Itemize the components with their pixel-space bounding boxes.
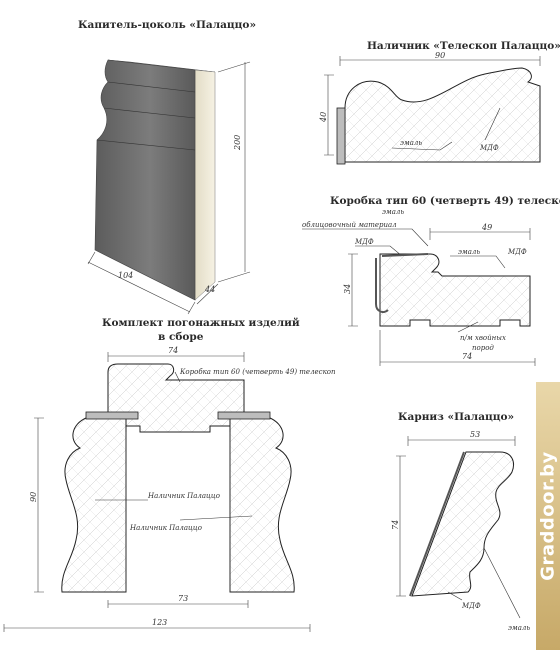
kapitel-title: Капитель-цоколь «Палаццо» [78,19,256,31]
nalichnik-mdf-leader [484,107,501,141]
komplekt-dim-left-line [34,417,44,593]
korobka-glued-leader [457,321,479,333]
kapitel-front-face [94,59,196,301]
watermark-strip: Graddoor.by [536,382,560,650]
karniz-email-leader [483,547,521,619]
komplekt-label-korobka: Коробка тип 60 (четверть 49) телескоп [179,368,336,376]
komplekt-group: Комплект погонажных изделий в сборе 74 К… [3,317,336,632]
korobka-label-mdf-left: МДФ [354,238,374,246]
korobka-cladding-leader [302,228,429,247]
komplekt-dim-inner: 73 [178,594,188,603]
komplekt-inner-lines [125,432,231,592]
nalichnik-label-email: эмаль [400,139,422,147]
komplekt-label-nal1: Наличник Палаццо [147,492,220,500]
karniz-dim-height: 74 [391,520,400,530]
nalichnik-group: Наличник «Телескоп Палаццо» 90 40 эмаль … [319,40,560,165]
komplekt-casing-right [229,417,295,593]
karniz-profile [411,451,514,597]
komplekt-dim-top: 74 [168,346,178,355]
komplekt-dim-left: 90 [29,492,38,502]
korobka-veneer [375,253,429,313]
komplekt-label-nal2: Наличник Палаццо [129,524,202,532]
korobka-label-glued: п/м хвойных [460,334,506,342]
korobka-mdf-left-leader [355,245,403,257]
nalichnik-veneer [336,107,346,165]
kapitel-dim-depth-line [196,283,219,305]
korobka-label-email-right: эмаль [458,248,480,256]
nalichnik-dim-height: 40 [319,112,328,123]
komplekt-casing-left [61,417,127,593]
nalichnik-dim-width-line [339,56,541,66]
karniz-veneer [409,451,465,597]
korobka-dim-49-line [429,228,531,240]
komplekt-title-line1: Комплект погонажных изделий [102,317,300,329]
korobka-profile [379,253,531,327]
kapitel-dim-width-line [87,251,196,315]
kapitel-group: Капитель-цоколь «Палаццо» 200 104 44 [78,19,256,315]
korobka-label-mdf-right: МДФ [507,248,527,256]
korobka-dim-49: 49 [481,223,492,232]
nalichnik-label-mdf: МДФ [479,144,499,152]
nalichnik-title: Наличник «Телескоп Палаццо» [367,40,560,52]
komplekt-right-cap [217,411,271,420]
karniz-dim-width-line [407,436,516,446]
karniz-group: Карниз «Палаццо» 53 74 МДФ эмаль [391,411,530,632]
karniz-label-mdf: МДФ [461,602,481,610]
korobka-label-glued2: пород [472,344,494,352]
kapitel-side-face [194,69,216,301]
nalichnik-profile [344,67,541,163]
nalichnik-dim-height-line [324,74,334,156]
komplekt-box-profile [107,363,245,433]
kapitel-groove-2 [103,107,196,119]
nalichnik-email-leader [391,141,453,151]
korobka-label-cladding: облицовочный материал [302,221,397,229]
korobka-dim-34: 34 [343,284,352,294]
komplekt-left-cap [85,411,139,420]
kapitel-dim-height-line [217,61,251,283]
komplekt-dim-total-line [3,624,311,632]
kapitel-dim-width: 104 [118,271,133,280]
korobka-email-right-leader [450,255,506,269]
kapitel-dim-depth: 44 [204,285,215,294]
korobka-label-email-top: эмаль [382,208,404,216]
kapitel-groove-1 [107,81,196,93]
karniz-mdf-leader [447,591,463,601]
nalichnik-dim-width: 90 [435,51,445,60]
korobka-dim-74-line [379,330,536,366]
korobka-group: Коробка тип 60 (четверть 49) телескоп эм… [302,195,560,366]
korobka-dim-34-line [348,253,358,327]
komplekt-title-line2: в сборе [158,331,204,343]
karniz-title: Карниз «Палаццо» [398,411,514,423]
komplekt-nal2-leader [179,515,253,521]
kapitel-groove-3 [96,139,196,151]
karniz-dim-height-line [396,455,406,597]
karniz-dim-width: 53 [470,430,480,439]
komplekt-dim-inner-line [107,600,249,608]
komplekt-dim-top-line [107,352,245,362]
korobka-dim-74: 74 [462,352,472,361]
komplekt-korobka-leader [174,371,181,383]
komplekt-dim-total: 123 [152,618,167,627]
korobka-title: Коробка тип 60 (четверть 49) телескоп [330,195,560,207]
watermark-text: Graddoor.by [537,451,559,581]
karniz-label-email: эмаль [508,624,530,632]
kapitel-dim-height: 200 [233,135,242,151]
